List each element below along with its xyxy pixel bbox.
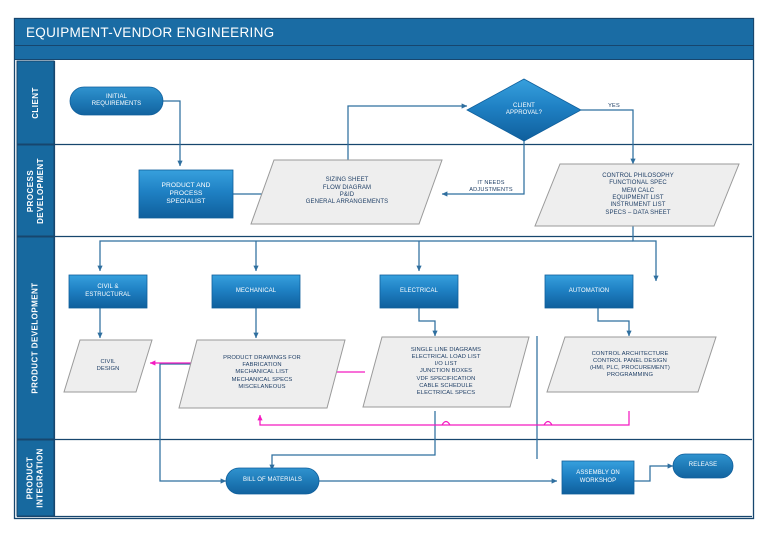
node-product-process-specialist[interactable] — [138, 169, 234, 219]
edge-initial-to-specialist — [163, 100, 183, 167]
edge-bus-to-civil — [97, 240, 633, 272]
node-mechanical[interactable] — [211, 274, 301, 309]
edge-elecdocs-to-bom — [269, 411, 436, 471]
node-client-approval[interactable] — [466, 78, 582, 142]
node-electrical[interactable] — [379, 274, 459, 309]
edge-approval-no-to-processdocs — [441, 134, 525, 197]
swimlane-grid — [16, 60, 752, 518]
node-civil-structural[interactable] — [68, 274, 148, 309]
edge-controldocs-to-automation — [632, 223, 659, 282]
node-release[interactable] — [672, 453, 734, 479]
node-automation-docs[interactable] — [546, 336, 717, 393]
node-automation[interactable] — [544, 274, 634, 309]
node-process-docs[interactable] — [250, 159, 443, 225]
connectors-blue — [97, 100, 674, 484]
edge-automation-to-autodocs — [597, 308, 632, 337]
node-electrical-docs[interactable] — [362, 336, 530, 408]
node-mechanical-docs[interactable] — [178, 339, 346, 409]
node-civil-design[interactable] — [63, 339, 153, 393]
edge-autodocs-to-mechdocs — [257, 411, 630, 426]
node-bill-of-materials[interactable] — [225, 467, 320, 495]
edge-approval-yes-to-controldocs — [581, 109, 636, 165]
edge-electrical-to-elecdocs — [418, 308, 438, 337]
node-control-docs[interactable] — [534, 163, 740, 227]
edge-processdocs-to-approval — [347, 103, 468, 160]
node-assembly-on-workshop[interactable] — [561, 460, 635, 495]
edge-assembly-to-release — [634, 463, 674, 482]
node-initial-requirements[interactable] — [69, 86, 164, 116]
